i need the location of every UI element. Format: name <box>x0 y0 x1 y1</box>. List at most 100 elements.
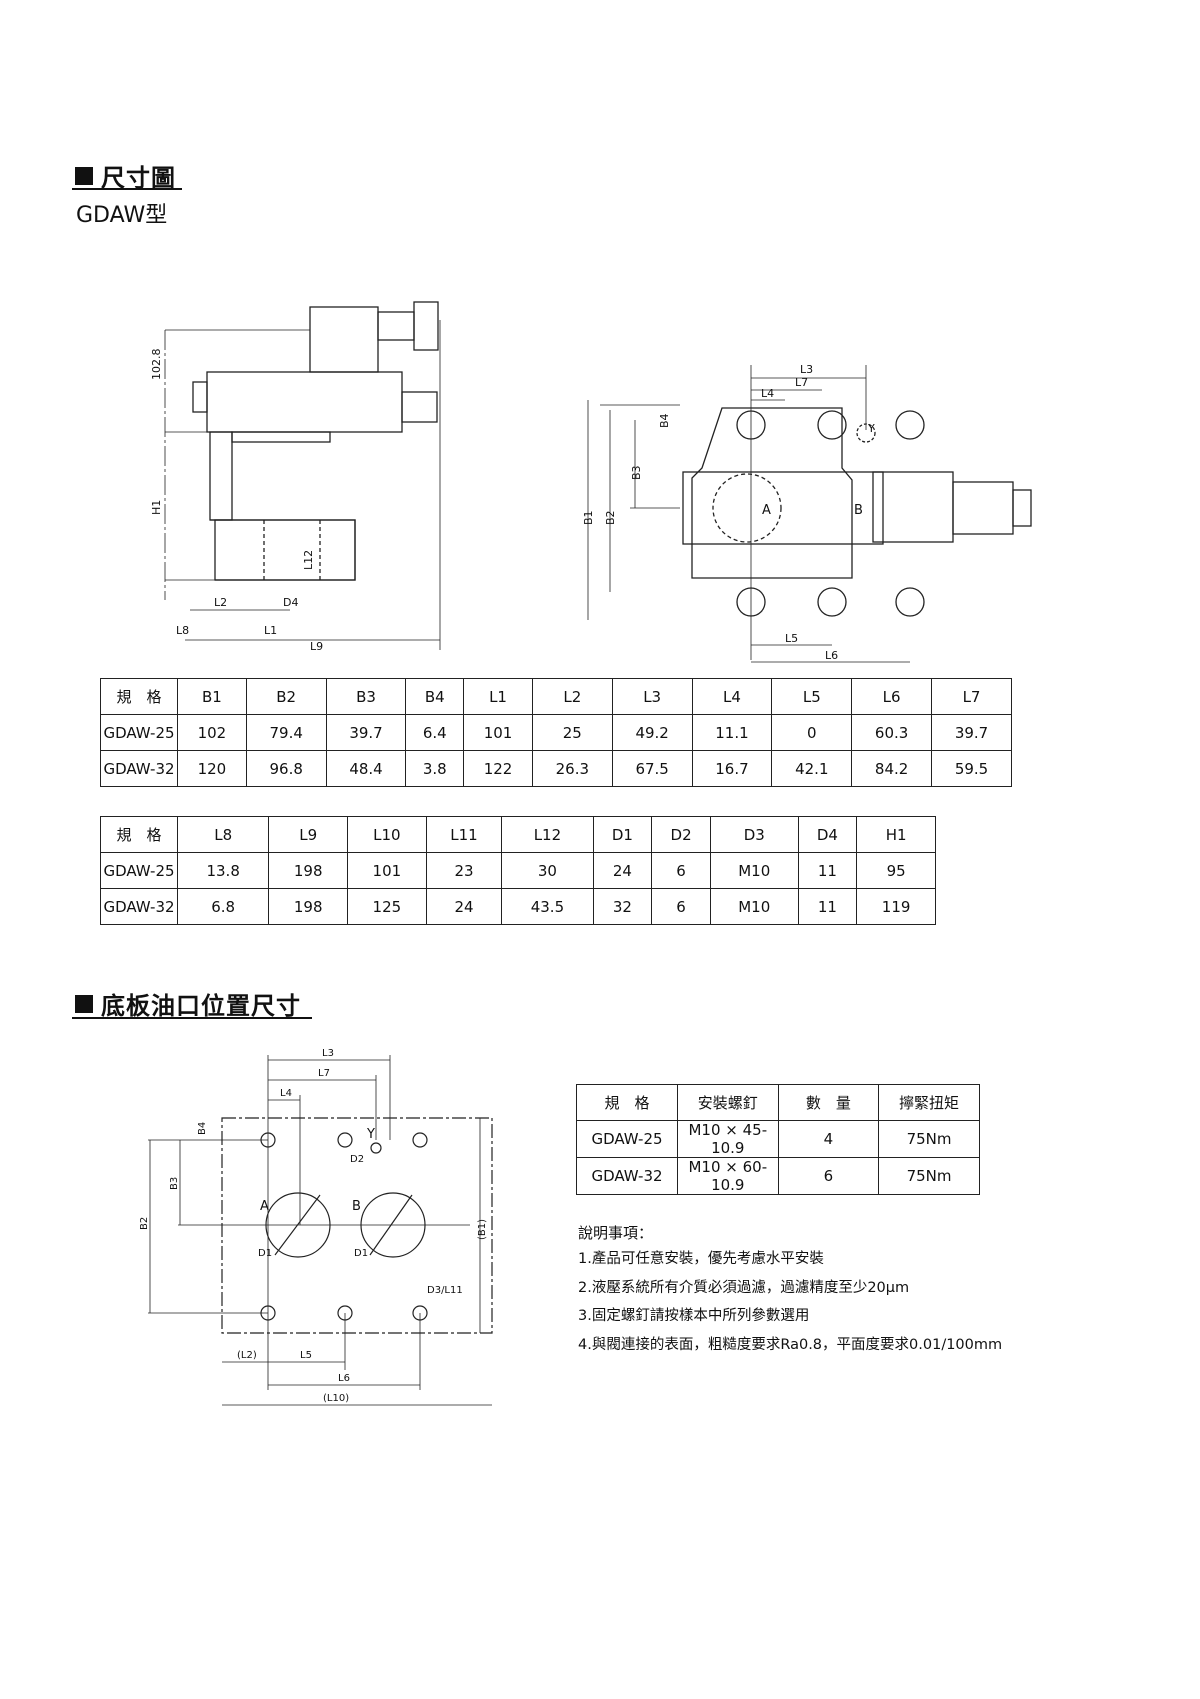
model-cell: GDAW-25 <box>100 714 178 751</box>
table-header: 擰緊扭矩 <box>878 1084 980 1121</box>
dim-label: L2 <box>214 596 227 609</box>
dim-label: 102.8 <box>150 349 163 381</box>
model-cell: GDAW-32 <box>100 750 178 787</box>
section-title-text: 尺寸圖 <box>101 164 176 192</box>
dim-label: D4 <box>283 596 298 609</box>
dim-label: D3/L11 <box>427 1285 463 1296</box>
table-header: D2 <box>651 816 711 853</box>
table-cell: 26.3 <box>531 750 613 787</box>
table-header: 規 格 <box>100 816 178 853</box>
table-header: D3 <box>709 816 799 853</box>
table-header: B3 <box>325 678 407 715</box>
table-cell: 60.3 <box>851 714 933 751</box>
table-header: L8 <box>176 816 270 853</box>
table-cell: 198 <box>268 888 349 925</box>
table-cell: 39.7 <box>931 714 1012 751</box>
table-cell: 11 <box>797 888 858 925</box>
table-cell: 30 <box>501 852 594 889</box>
square-bullet-icon <box>75 166 93 185</box>
dim-label: L4 <box>761 387 774 400</box>
dim-label: H1 <box>150 500 163 515</box>
dim-label: B1 <box>582 510 595 525</box>
square-bullet-icon <box>75 994 93 1013</box>
model-cell: GDAW-25 <box>100 852 178 889</box>
table-header: L11 <box>425 816 503 853</box>
table-header: 數 量 <box>777 1084 880 1121</box>
table-cell: 6.4 <box>405 714 465 751</box>
table-header-row: 規 格 B1 B2 B3 B4 L1 L2 L3 L4 L5 L6 L7 <box>100 678 1012 715</box>
section-title-dimensions: 尺寸圖 <box>75 158 176 193</box>
dim-label: L7 <box>318 1068 330 1079</box>
table-cell: M10 <box>709 852 799 889</box>
table-cell: 4 <box>777 1120 880 1158</box>
dim-label: B2 <box>139 1217 150 1230</box>
table-cell: M10 <box>709 888 799 925</box>
dim-label: L3 <box>322 1048 334 1059</box>
dim-label: L3 <box>800 363 813 376</box>
table-cell: 120 <box>177 750 247 787</box>
table-cell: 25 <box>531 714 613 751</box>
dim-label: B3 <box>630 465 643 480</box>
port-label: A <box>260 1199 269 1214</box>
title-underline <box>72 1017 312 1019</box>
port-label: B <box>854 503 863 518</box>
table-cell: 48.4 <box>325 750 407 787</box>
port-label: Y <box>867 422 875 435</box>
table-header: B2 <box>245 678 327 715</box>
port-label: A <box>762 503 771 518</box>
dim-label: L1 <box>264 624 277 637</box>
section-title-text: 底板油口位置尺寸 <box>101 992 301 1020</box>
table-cell: 59.5 <box>931 750 1012 787</box>
dim-label: (L10) <box>323 1393 349 1404</box>
dim-label: (B1) <box>477 1219 488 1240</box>
dim-label: L7 <box>795 376 808 389</box>
table-header: L1 <box>463 678 533 715</box>
table-header: B4 <box>405 678 465 715</box>
dim-label: D2 <box>350 1154 364 1165</box>
section-title-subplate: 底板油口位置尺寸 <box>75 986 301 1021</box>
dim-label: L5 <box>300 1350 312 1361</box>
table-header-row: 規 格 安裝螺釘 數 量 擰緊扭矩 <box>576 1084 980 1121</box>
table-cell: 198 <box>268 852 349 889</box>
table-cell: 43.5 <box>501 888 594 925</box>
table-cell: 13.8 <box>176 852 270 889</box>
table-cell: 67.5 <box>611 750 693 787</box>
dim-label: D1 <box>354 1248 368 1259</box>
table-cell: 11.1 <box>691 714 773 751</box>
table-cell: 11 <box>797 852 858 889</box>
table-header: L10 <box>347 816 427 853</box>
dim-label: L6 <box>338 1373 350 1384</box>
dim-label: B4 <box>197 1122 208 1135</box>
table-cell: 125 <box>347 888 427 925</box>
table-cell: M10 × 60-10.9 <box>676 1157 779 1195</box>
model-cell: GDAW-32 <box>576 1157 678 1195</box>
table-cell: 75Nm <box>878 1157 980 1195</box>
table-cell: 95 <box>856 852 936 889</box>
table-cell: 6 <box>777 1157 880 1195</box>
dim-label: L8 <box>176 624 189 637</box>
dim-label: L6 <box>825 649 838 662</box>
side-view-drawing: 102.8 H1 L12 L2 D4 L8 L1 L9 <box>150 301 441 653</box>
table-cell: 24 <box>425 888 503 925</box>
notes-list: 1.產品可任意安裝，優先考慮水平安裝 2.液壓系統所有介質必須過濾，過濾精度至少… <box>578 1245 1002 1359</box>
table-header: 規 格 <box>576 1084 678 1121</box>
dim-label: L4 <box>280 1088 292 1099</box>
table-cell: 32 <box>592 888 653 925</box>
table-header: L7 <box>931 678 1012 715</box>
table-cell: 42.1 <box>771 750 853 787</box>
table-cell: 96.8 <box>245 750 327 787</box>
dim-label: L9 <box>310 640 323 653</box>
table-header: L5 <box>771 678 853 715</box>
table-cell: 16.7 <box>691 750 773 787</box>
dim-label: B4 <box>658 413 671 428</box>
table-cell: 79.4 <box>245 714 327 751</box>
table-cell: M10 × 45-10.9 <box>676 1120 779 1158</box>
